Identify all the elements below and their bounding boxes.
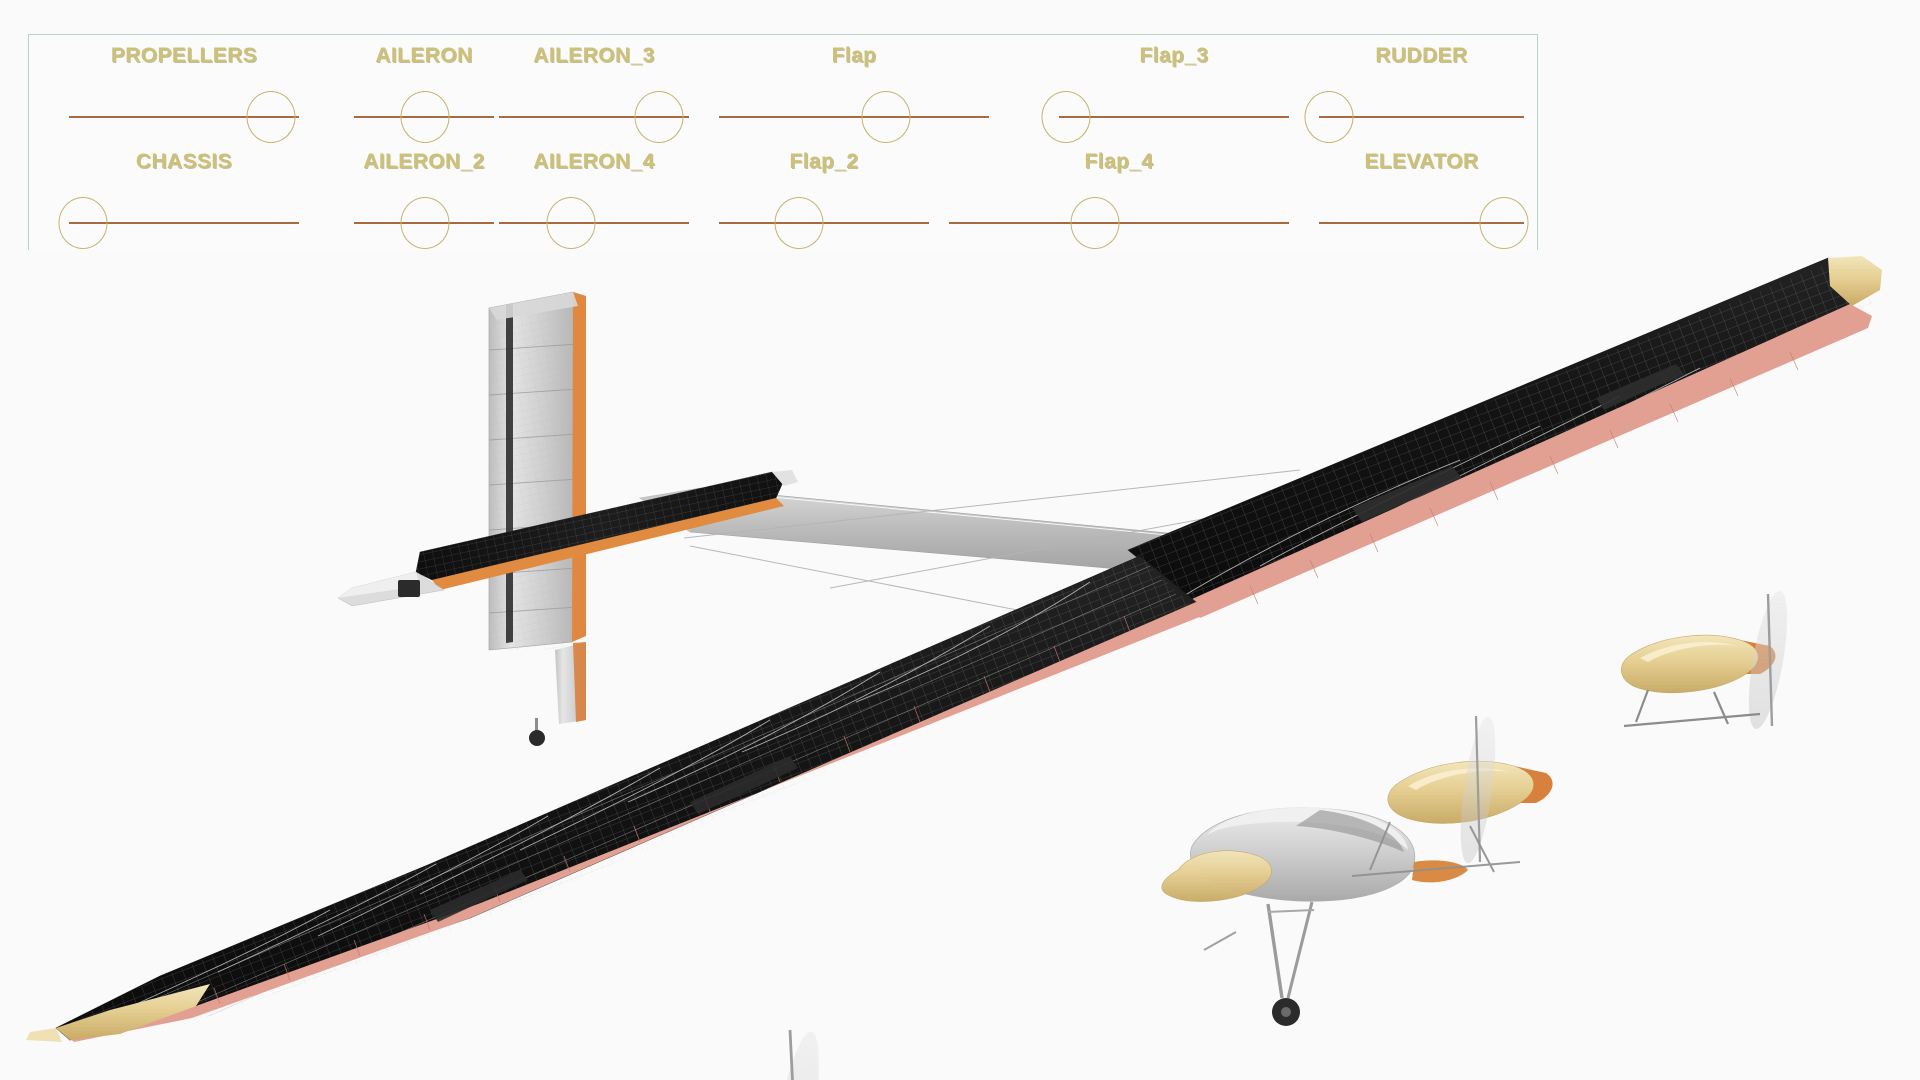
- control-row-lower: CHASSIS AILERON_2 AILERON_4 Flap_2 Flap_4 ELE…: [29, 147, 1537, 257]
- control-aileron_3[interactable]: AILERON_3: [499, 41, 689, 149]
- control-label-flap_4: Flap_4: [1084, 150, 1154, 173]
- slider-handle-propellers[interactable]: [246, 91, 296, 143]
- slider-track-chassis[interactable]: [69, 222, 299, 224]
- control-flap[interactable]: Flap: [719, 41, 989, 149]
- stabilizer-leading-edge: [572, 292, 586, 642]
- engine-nacelle-2[interactable]: [1387, 760, 1553, 824]
- pylon-1: [1623, 689, 1761, 728]
- aileron-left: [690, 756, 798, 814]
- control-label-aileron_2: AILERON_2: [363, 150, 485, 173]
- slider-rudder[interactable]: [1304, 87, 1524, 147]
- slider-aileron_3[interactable]: [499, 87, 689, 147]
- slider-handle-aileron_3[interactable]: [634, 91, 684, 143]
- aircraft-3d-viewport[interactable]: [0, 250, 1920, 1080]
- slider-flap_3[interactable]: [1041, 87, 1289, 147]
- slider-handle-elevator[interactable]: [1479, 197, 1528, 249]
- control-label-aileron_3: AILERON_3: [533, 44, 655, 67]
- propeller-1[interactable]: [1741, 588, 1795, 731]
- control-label-propellers: PROPELLERS: [110, 44, 258, 67]
- slider-handle-aileron_4[interactable]: [546, 197, 596, 249]
- right-wingtip: [1828, 256, 1882, 306]
- aileron-right: [1352, 466, 1462, 522]
- slider-aileron_4[interactable]: [499, 193, 689, 253]
- engine-nacelle-3[interactable]: [1161, 850, 1272, 902]
- flap-left: [430, 870, 528, 922]
- slider-track-flap_3[interactable]: [1059, 116, 1289, 118]
- slider-elevator[interactable]: [1319, 193, 1528, 253]
- slider-aileron_2[interactable]: [354, 193, 494, 253]
- slider-chassis[interactable]: [58, 193, 299, 253]
- slider-track-rudder[interactable]: [1319, 116, 1524, 118]
- control-row-upper: PROPELLERS AILERON AILERON_3 Flap Flap_3 RUDD…: [29, 41, 1537, 151]
- tail-wheel[interactable]: [529, 718, 545, 746]
- slider-track-propellers[interactable]: [69, 116, 299, 118]
- slider-handle-flap_4[interactable]: [1070, 197, 1120, 249]
- control-label-flap_2: Flap_2: [789, 150, 859, 173]
- slider-handle-chassis[interactable]: [58, 197, 108, 249]
- control-label-elevator: ELEVATOR: [1364, 150, 1479, 173]
- rudder-surface: [506, 304, 513, 643]
- elevator-surface: [432, 498, 784, 590]
- propeller-4[interactable]: [759, 1028, 829, 1080]
- slider-flap[interactable]: [719, 87, 989, 147]
- slider-track-flap_2[interactable]: [719, 222, 929, 224]
- aircraft-render: [0, 250, 1920, 1080]
- horizontal-stabilizer[interactable]: [337, 470, 798, 607]
- control-aileron_4[interactable]: AILERON_4: [499, 147, 689, 255]
- control-flap_3[interactable]: Flap_3: [1041, 41, 1289, 149]
- control-flap_4[interactable]: Flap_4: [949, 147, 1289, 255]
- slider-handle-flap[interactable]: [861, 91, 911, 143]
- slider-propellers[interactable]: [69, 87, 299, 147]
- control-label-flap: Flap: [831, 44, 877, 67]
- control-label-rudder: RUDDER: [1375, 44, 1468, 67]
- slider-track-aileron_3[interactable]: [499, 116, 689, 118]
- control-aileron_2[interactable]: AILERON_2: [354, 147, 494, 255]
- slider-aileron[interactable]: [354, 87, 494, 147]
- slider-track-flap[interactable]: [719, 116, 989, 118]
- slider-flap_4[interactable]: [949, 193, 1289, 253]
- control-chassis[interactable]: CHASSIS: [58, 147, 299, 255]
- control-aileron[interactable]: AILERON: [354, 41, 494, 149]
- main-landing-gear[interactable]: [1203, 901, 1315, 1026]
- control-label-chassis: CHASSIS: [135, 150, 233, 173]
- slider-handle-flap_2[interactable]: [774, 197, 824, 249]
- slider-handle-flap_3[interactable]: [1041, 91, 1091, 143]
- slider-handle-aileron_2[interactable]: [400, 197, 450, 249]
- control-label-aileron: AILERON: [375, 44, 473, 67]
- control-rudder[interactable]: RUDDER: [1304, 41, 1524, 149]
- nose-cone: [1412, 860, 1468, 883]
- control-flap_2[interactable]: Flap_2: [719, 147, 929, 255]
- control-label-flap_3: Flap_3: [1139, 44, 1209, 67]
- slider-handle-rudder[interactable]: [1304, 91, 1354, 143]
- control-propellers[interactable]: PROPELLERS: [69, 41, 299, 149]
- wing-struts: [1351, 821, 1521, 877]
- cockpit-canopy: [1296, 810, 1404, 852]
- slider-handle-aileron[interactable]: [400, 91, 450, 143]
- slider-track-elevator[interactable]: [1319, 222, 1524, 224]
- slider-flap_2[interactable]: [719, 193, 929, 253]
- control-label-aileron_4: AILERON_4: [533, 150, 655, 173]
- right-wing-leading-edge: [1190, 304, 1872, 618]
- left-wingtip: [56, 984, 210, 1040]
- control-elevator[interactable]: ELEVATOR: [1319, 147, 1528, 255]
